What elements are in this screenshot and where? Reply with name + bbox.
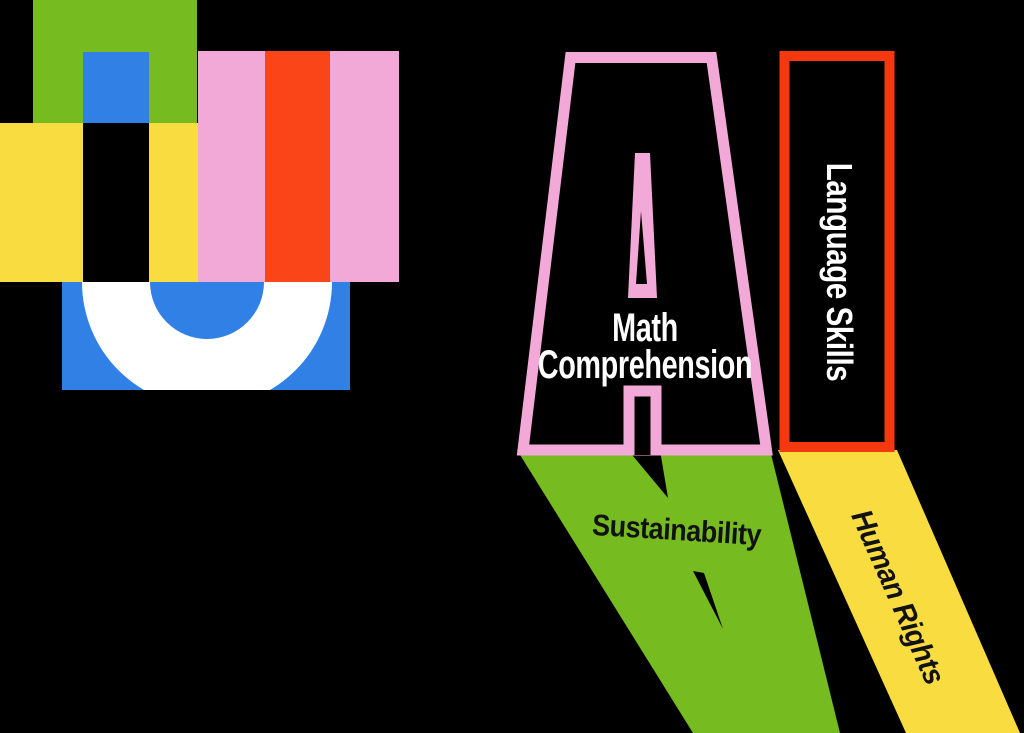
- logo-block-blue-square: [83, 52, 149, 123]
- logo-block-red-bar: [265, 51, 330, 282]
- brand-logo: [0, 0, 399, 390]
- logo-u-arc-inner-blue: [150, 282, 264, 339]
- math-label-line2: Comprehension: [538, 342, 752, 387]
- ribbon-notch-2: [693, 571, 723, 629]
- letter-a-counter: [628, 153, 657, 298]
- letter-a-group: Math Comprehension Sustainability: [516, 52, 840, 733]
- letter-i-outline: [779, 51, 895, 452]
- letter-a-counter-inner: [636, 211, 647, 284]
- language-skills-label: Language Skills: [819, 163, 859, 382]
- ribbon-notch-1: [628, 450, 668, 498]
- logo-u-arc: [82, 282, 332, 390]
- letter-a-leg-slot: [623, 385, 662, 455]
- math-label-line1: Math: [612, 305, 678, 350]
- sustainability-ribbon: [517, 450, 840, 733]
- logo-block-black-bar: [83, 123, 149, 282]
- human-rights-ribbon: [778, 450, 1020, 733]
